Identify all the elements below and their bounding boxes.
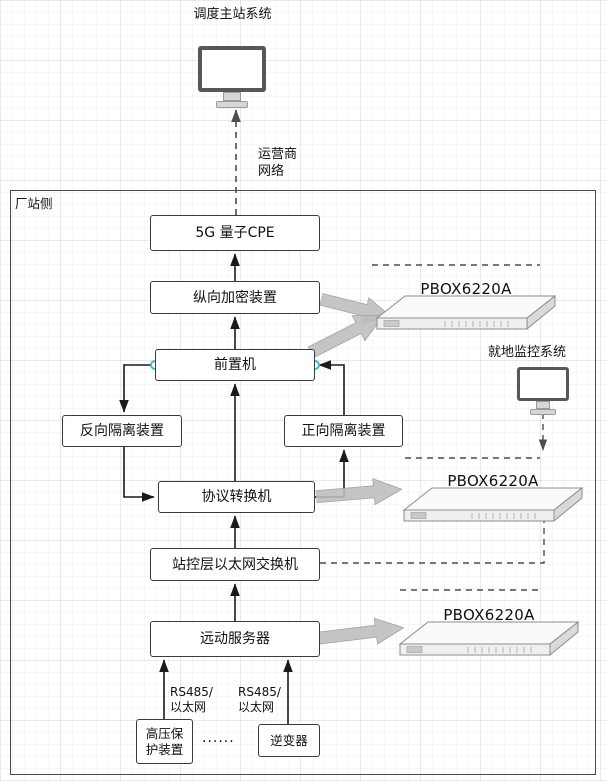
station-side-label: 厂站侧 bbox=[15, 196, 53, 211]
node-remote-server: 远动服务器 bbox=[150, 621, 320, 657]
gray-flow-arrow-front-pbox bbox=[307, 314, 385, 359]
node-reverse-isolation-label: 反向隔离装置 bbox=[80, 423, 164, 439]
gray-flow-arrow-server-pbox bbox=[317, 617, 405, 645]
pbox-top-label: PBOX6220A bbox=[420, 280, 512, 298]
local-monitor-icon bbox=[517, 367, 569, 415]
rack-server-icon bbox=[402, 486, 584, 523]
rs485-label-left-line2: 以太网 bbox=[170, 700, 207, 714]
node-hv-protection-line1: 高压保 bbox=[145, 725, 184, 741]
pbox-device-middle: PBOX6220A bbox=[402, 474, 584, 529]
node-encryption-device: 纵向加密装置 bbox=[150, 281, 320, 314]
node-protocol-converter: 协议转换机 bbox=[158, 481, 315, 513]
node-ethernet-switch: 站控层以太网交换机 bbox=[150, 548, 320, 581]
pbox-device-bottom: PBOX6220A bbox=[398, 608, 580, 663]
rack-server-icon bbox=[398, 620, 580, 657]
monitor-base bbox=[216, 101, 248, 108]
gray-flow-arrow-protocol-pbox bbox=[315, 478, 403, 506]
node-hv-protection-label: 高压保 护装置 bbox=[146, 726, 184, 758]
monitor-base bbox=[530, 409, 556, 415]
node-ethernet-switch-label: 站控层以太网交换机 bbox=[172, 556, 298, 573]
node-inverter: 逆变器 bbox=[258, 724, 320, 757]
dispatch-system-label: 调度主站系统 bbox=[193, 7, 272, 22]
carrier-network-line2: 网络 bbox=[258, 164, 285, 179]
node-remote-server-label: 远动服务器 bbox=[200, 631, 270, 647]
rs485-label-left-line1: RS485/ bbox=[170, 685, 213, 699]
station-side-container bbox=[10, 190, 596, 775]
node-front-end-processor: 前置机 bbox=[155, 349, 315, 381]
monitor-stand bbox=[536, 401, 550, 409]
node-hv-protection-line2: 护装置 bbox=[145, 741, 184, 757]
node-inverter-label: 逆变器 bbox=[270, 732, 308, 748]
node-reverse-isolation: 反向隔离装置 bbox=[62, 415, 182, 447]
node-encryption-device-label: 纵向加密装置 bbox=[193, 289, 277, 306]
rack-server-icon bbox=[375, 294, 557, 331]
carrier-network-label: 运营商 网络 bbox=[258, 146, 297, 180]
node-5g-quantum-cpe: 5G 量子CPE bbox=[150, 215, 320, 251]
node-protocol-converter-label: 协议转换机 bbox=[201, 489, 272, 505]
monitor-screen bbox=[198, 46, 266, 92]
node-front-end-processor-label: 前置机 bbox=[214, 357, 256, 373]
pbox-device-top: PBOX6220A bbox=[375, 282, 557, 337]
node-5g-quantum-cpe-label: 5G 量子CPE bbox=[195, 225, 275, 241]
local-monitoring-label: 就地监控系统 bbox=[488, 345, 567, 360]
rs485-label-right: RS485/ 以太网 bbox=[238, 685, 281, 715]
pbox-middle-label: PBOX6220A bbox=[447, 472, 539, 490]
rs485-label-left: RS485/ 以太网 bbox=[170, 685, 213, 715]
monitor-screen bbox=[517, 367, 569, 401]
rs485-label-right-line1: RS485/ bbox=[238, 685, 281, 699]
node-forward-isolation-label: 正向隔离装置 bbox=[301, 423, 386, 439]
monitor-stand bbox=[223, 92, 241, 101]
ellipsis-label: ...... bbox=[202, 730, 235, 746]
rs485-label-right-line2: 以太网 bbox=[238, 700, 275, 714]
node-hv-protection: 高压保 护装置 bbox=[136, 719, 193, 764]
pbox-bottom-label: PBOX6220A bbox=[443, 606, 535, 624]
carrier-network-line1: 运营商 bbox=[258, 147, 298, 162]
node-forward-isolation: 正向隔离装置 bbox=[284, 415, 403, 447]
dispatch-monitor-icon bbox=[198, 46, 266, 108]
